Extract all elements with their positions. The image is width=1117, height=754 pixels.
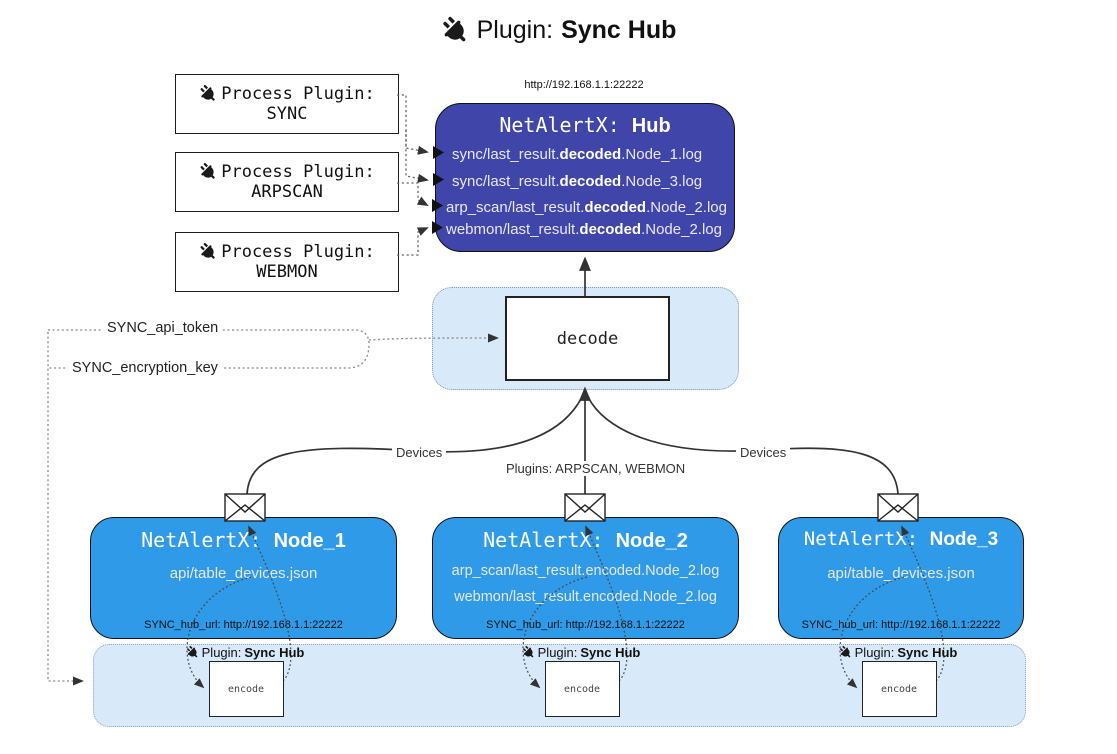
plug-icon <box>196 159 221 184</box>
plug-icon <box>435 11 475 51</box>
hub-title: NetAlertX: Hub <box>499 113 671 137</box>
node-hub-url: SYNC_hub_url: http://192.168.1.1:22222 <box>486 619 685 631</box>
process-plugin-name: WEBMON <box>256 262 318 282</box>
edge-label-devices-left: Devices <box>392 445 447 460</box>
encoder-label: Plugin: Sync Hub <box>155 645 335 660</box>
plug-icon <box>183 643 201 661</box>
node-file-label: api/table_devices.json <box>827 565 975 582</box>
process-plugin-sync: Process Plugin: SYNC <box>175 74 399 134</box>
sync-api-token-label: SYNC_api_token <box>103 320 223 336</box>
encode-box: encode <box>208 661 284 717</box>
process-plugin-arpscan: Process Plugin: ARPSCAN <box>175 152 399 212</box>
title-prefix: Plugin: <box>476 16 554 44</box>
plug-icon <box>196 239 221 264</box>
plugin-to-hub-links <box>397 94 429 256</box>
edge-label-devices-right: Devices <box>736 445 791 460</box>
sync-encryption-key-label: SYNC_encryption_key <box>68 360 222 376</box>
process-plugin-webmon: Process Plugin: WEBMON <box>175 232 399 292</box>
hub-log-line: sync/last_result.decoded.Node_3.log <box>452 173 703 190</box>
node-2-box: NetAlertX: Node_2 arp_scan/last_result.e… <box>432 517 739 639</box>
encode-box: encode <box>544 661 620 717</box>
node-3-box: NetAlertX: Node_3 api/table_devices.json… <box>778 517 1024 639</box>
process-plugin-name: SYNC <box>266 104 308 124</box>
hub-box: NetAlertX: Hub sync/last_result.decoded.… <box>435 103 735 252</box>
title-name: Sync Hub <box>561 16 677 44</box>
plug-icon <box>196 81 221 106</box>
process-plugin-label: Process Plugin: <box>221 84 375 104</box>
node-file-label: webmon/last_result.encoded.Node_2.log <box>454 589 717 605</box>
plug-icon <box>519 643 537 661</box>
process-plugin-name: ARPSCAN <box>251 182 323 202</box>
process-plugin-label: Process Plugin: <box>221 242 375 262</box>
hub-log-line: arp_scan/last_result.decoded.Node_2.log <box>446 199 727 216</box>
node-file-label: arp_scan/last_result.encoded.Node_2.log <box>451 563 720 579</box>
hub-log-line: sync/last_result.decoded.Node_1.log <box>452 146 703 163</box>
hub-log-line: webmon/last_result.decoded.Node_2.log <box>446 221 722 238</box>
node-file-label: api/table_devices.json <box>169 565 318 582</box>
node-hub-url: SYNC_hub_url: http://192.168.1.1:22222 <box>801 619 1001 631</box>
process-plugin-label: Process Plugin: <box>221 162 375 182</box>
decode-box: decode <box>505 296 670 381</box>
encoder-label: Plugin: Sync Hub <box>808 645 988 660</box>
edge-label-plugins: Plugins: ARPSCAN, WEBMON <box>502 461 690 476</box>
plug-icon <box>836 643 854 661</box>
encode-box: encode <box>861 661 937 717</box>
encoder-label: Plugin: Sync Hub <box>491 645 671 660</box>
page-title: Plugin: Sync Hub <box>0 16 1117 50</box>
hub-url-label: http://192.168.1.1:22222 <box>524 79 644 91</box>
node-hub-url: SYNC_hub_url: http://192.168.1.1:22222 <box>144 619 343 631</box>
node-1-box: NetAlertX: Node_1 api/table_devices.json… <box>90 517 397 639</box>
